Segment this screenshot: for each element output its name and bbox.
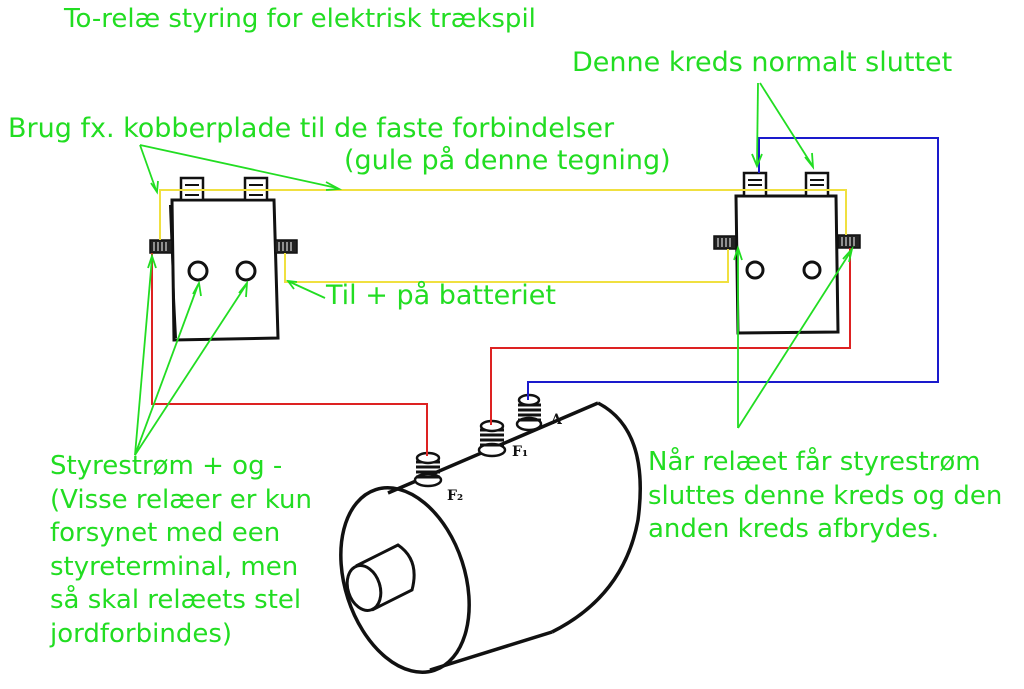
right-relay [713, 171, 861, 335]
left-relay [149, 176, 298, 342]
yellow-connections [159, 189, 847, 283]
terminal-label-f1: F₁ [512, 444, 528, 460]
red-wires [151, 248, 851, 456]
winch-motor: F₂ F₁ A [339, 393, 642, 674]
battery-label: Til + på batteriet [326, 280, 556, 311]
annotation-arrows [134, 82, 854, 456]
terminal-a [515, 393, 543, 432]
terminal-label-f2: F₂ [447, 488, 463, 504]
yellow-note-label: (gule på denne tegning) [344, 145, 671, 176]
normally-closed-label: Denne kreds normalt sluttet [572, 47, 953, 78]
terminal-f1 [477, 419, 507, 458]
control-current-label: Styrestrøm + og - (Visse relæer er kun f… [50, 451, 312, 649]
terminal-label-a: A [550, 412, 563, 428]
diagram-title: To-relæ styring for elektrisk trækspil [64, 4, 536, 34]
relay-switch-label: Når relæet får styrestrøm sluttes denne … [648, 447, 1003, 545]
terminal-f2 [413, 451, 443, 488]
blue-wire [527, 137, 939, 400]
copper-plate-label: Brug fx. kobberplade til de faste forbin… [8, 113, 615, 144]
